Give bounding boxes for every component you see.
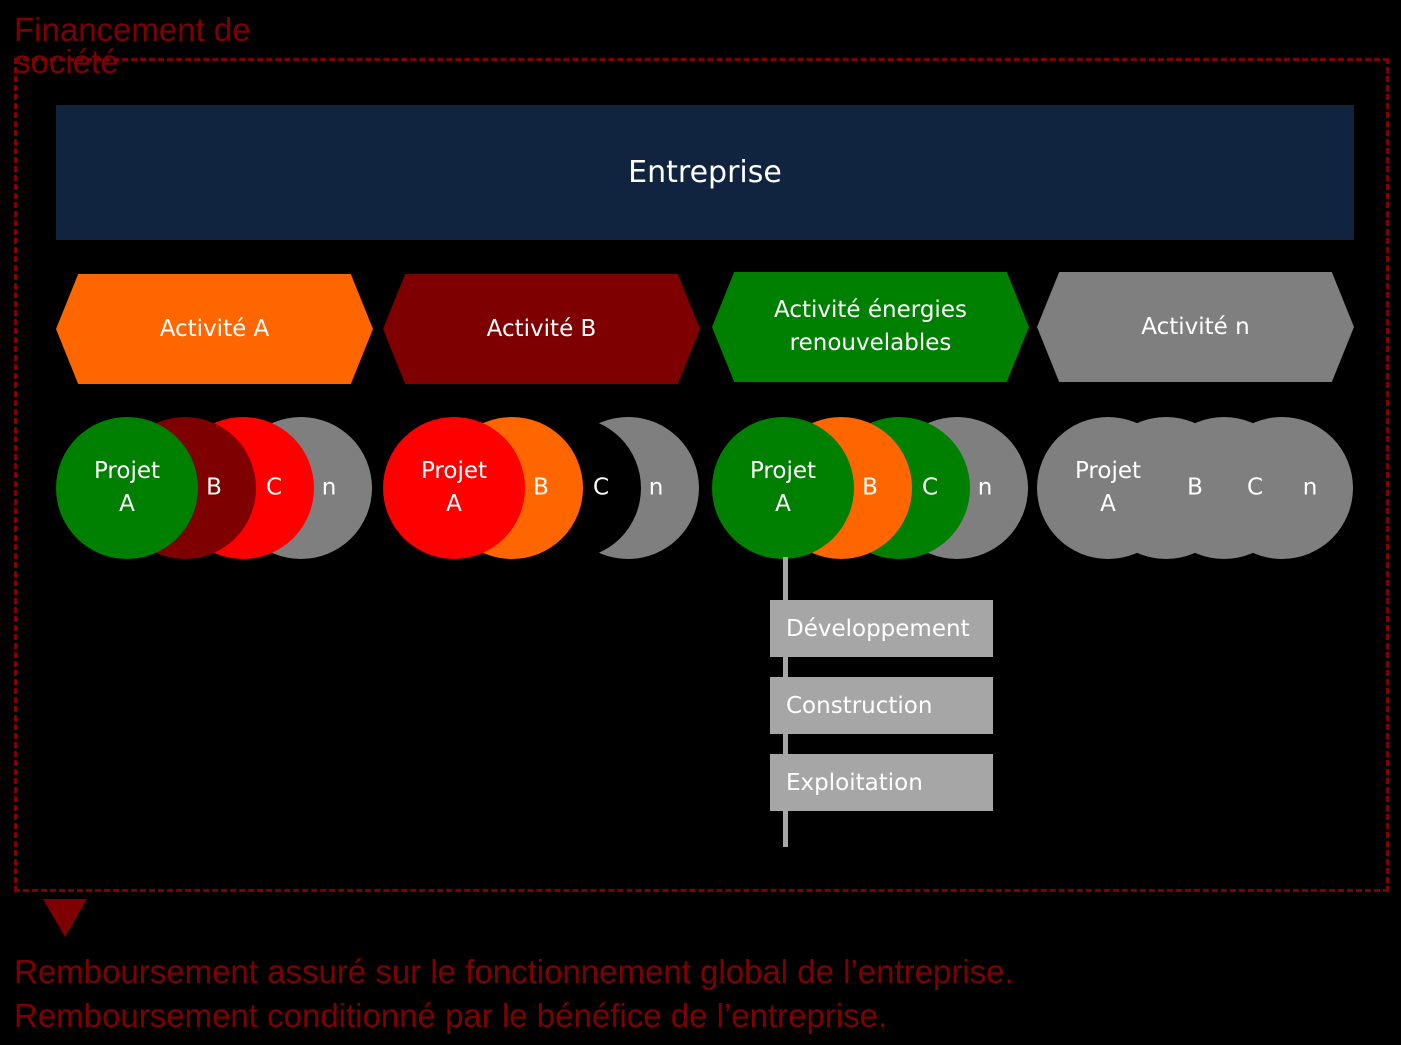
dashed-frame (14, 58, 1389, 892)
project-circle-1-1 (56, 417, 198, 559)
project-label-2-4: n (648, 474, 664, 501)
project-label-1-3: C (265, 474, 283, 501)
project-label-4-3: C (1246, 474, 1264, 501)
phase-construction: Construction (770, 677, 993, 734)
arrow-down-icon (43, 899, 87, 937)
project-label-3-4: n (977, 474, 993, 501)
project-label-1-4: n (321, 474, 337, 501)
activity-chevron-n: Activité n (1037, 272, 1354, 382)
activity-chevron-renewables: Activité énergies renouvelables (712, 272, 1029, 382)
project-circle-2-1 (383, 417, 525, 559)
project-circle-3-1 (712, 417, 854, 559)
phase-exploitation: Exploitation (770, 754, 993, 811)
enterprise-box: Entreprise (56, 105, 1354, 240)
activity-chevron-a: Activité A (56, 274, 373, 384)
project-label-3-3: C (921, 474, 939, 501)
frame-title: Financement de société (14, 11, 251, 80)
project-label-2-3: C (592, 474, 610, 501)
footer-line-1: Remboursement assuré sur le fonctionneme… (14, 953, 1014, 990)
activity-chevron-b: Activité B (383, 274, 700, 384)
footer-line-2: Remboursement conditionné par le bénéfic… (14, 997, 888, 1034)
phase-development: Développement (770, 600, 993, 657)
project-label-3-2: B (862, 474, 878, 501)
project-label-2-2: B (533, 474, 549, 501)
project-label-1-2: B (206, 474, 222, 501)
project-label-4-2: B (1187, 474, 1203, 501)
project-label-4-4: n (1302, 474, 1318, 501)
project-circle-4-1 (1037, 417, 1179, 559)
